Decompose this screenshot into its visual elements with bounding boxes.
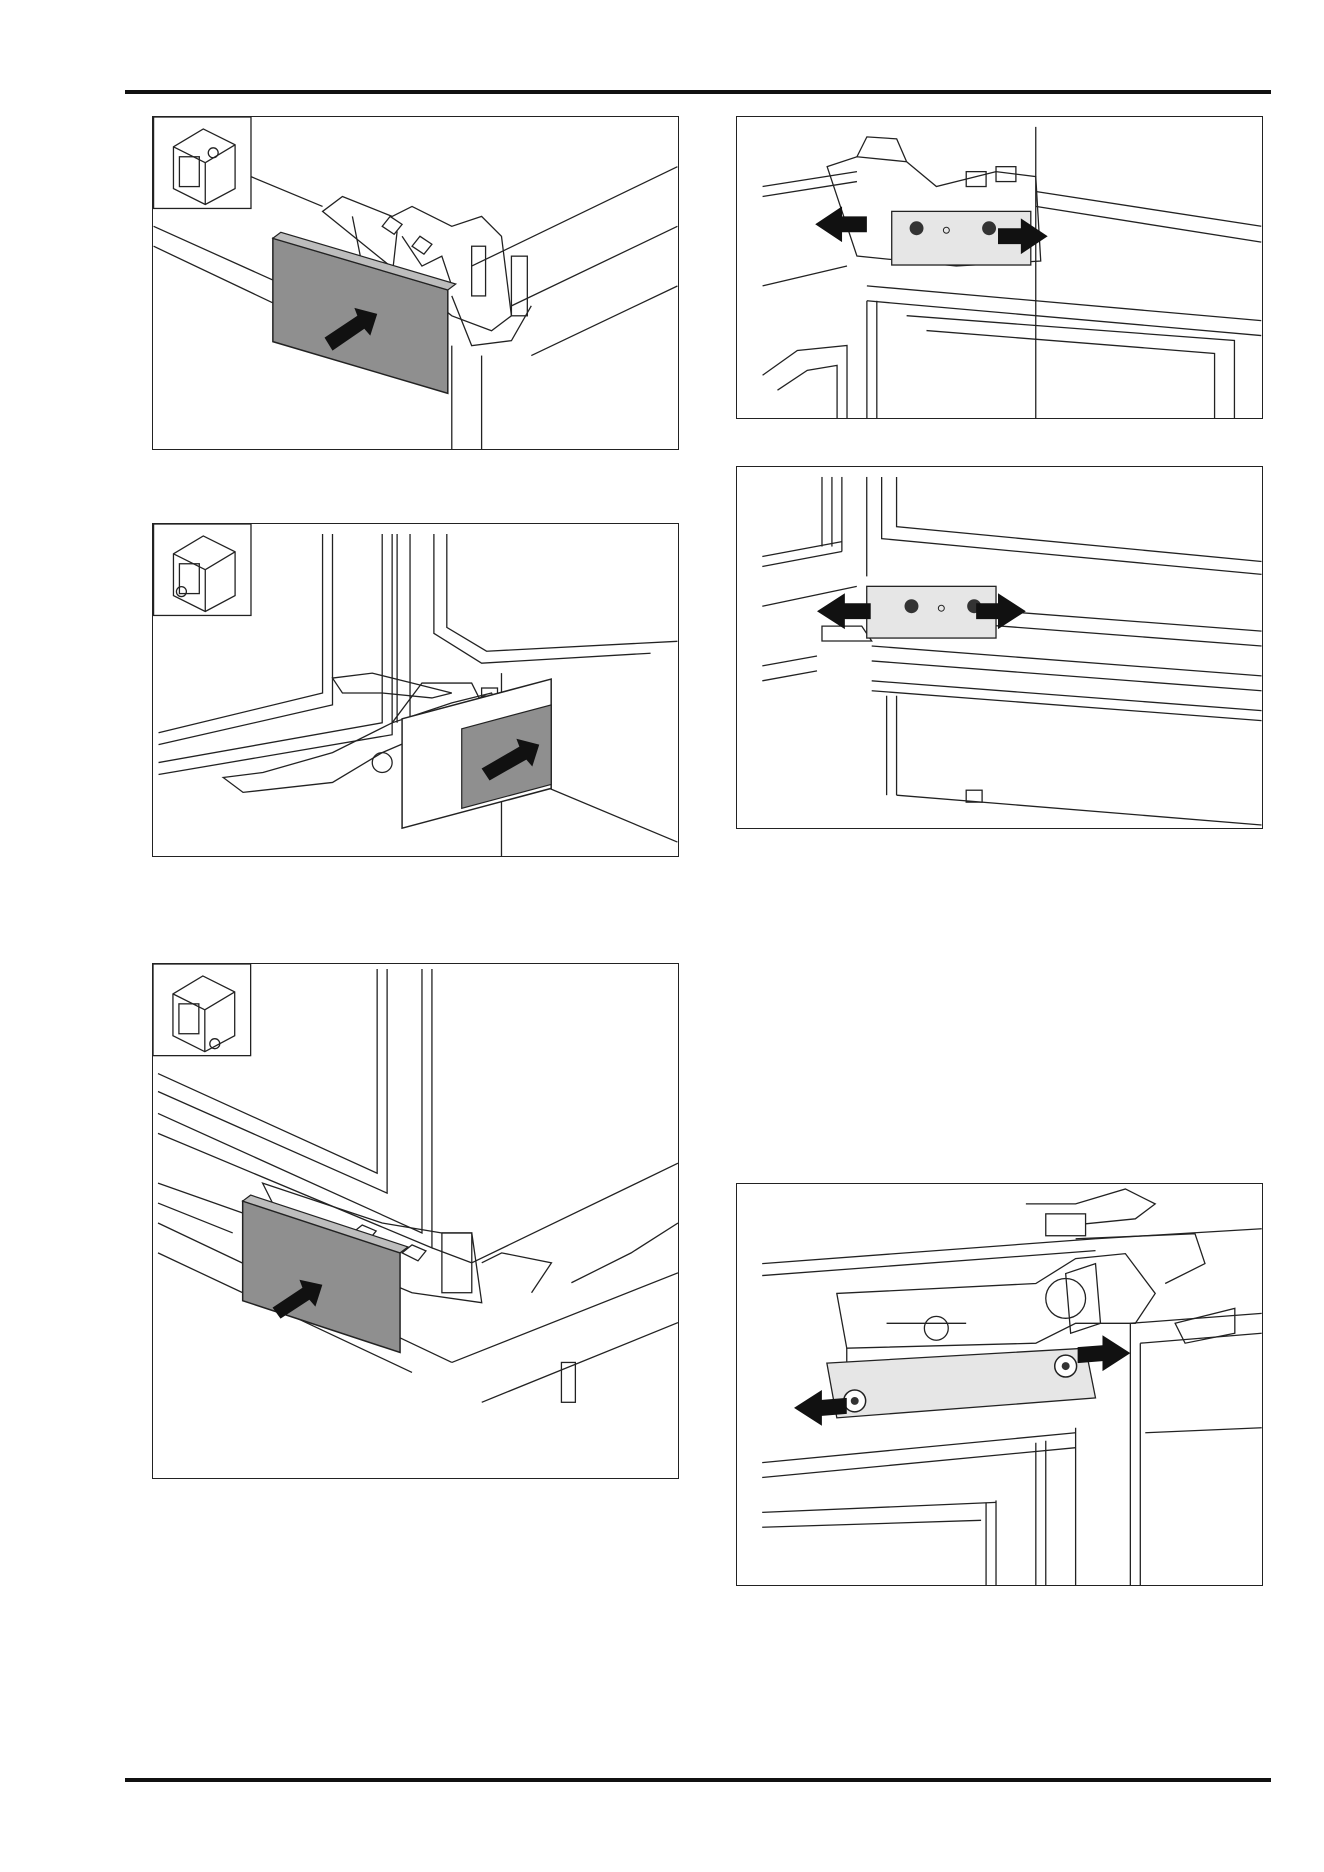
figure-top-right-bracket-adjust [736,116,1263,419]
bottom-left-illustration [153,964,678,1478]
mid-right-illustration [737,467,1262,828]
left-arrow [815,206,867,242]
figure-bottom-left-cover-insert [152,963,679,1479]
top-left-illustration [153,117,678,449]
bottom-right-illustration [737,1184,1262,1585]
figure-mid-left-hinge-cover [152,523,679,857]
mid-left-illustration [153,524,678,856]
hinge-bar [827,1348,1096,1418]
top-right-illustration [737,117,1262,418]
figure-bottom-right-hinge-adjust [736,1183,1263,1586]
footer-rule [125,1778,1271,1782]
figure-top-left-cover-insert [152,116,679,450]
header-rule [125,90,1271,94]
left-arrow [817,593,871,629]
figure-mid-right-bracket-adjust [736,466,1263,829]
